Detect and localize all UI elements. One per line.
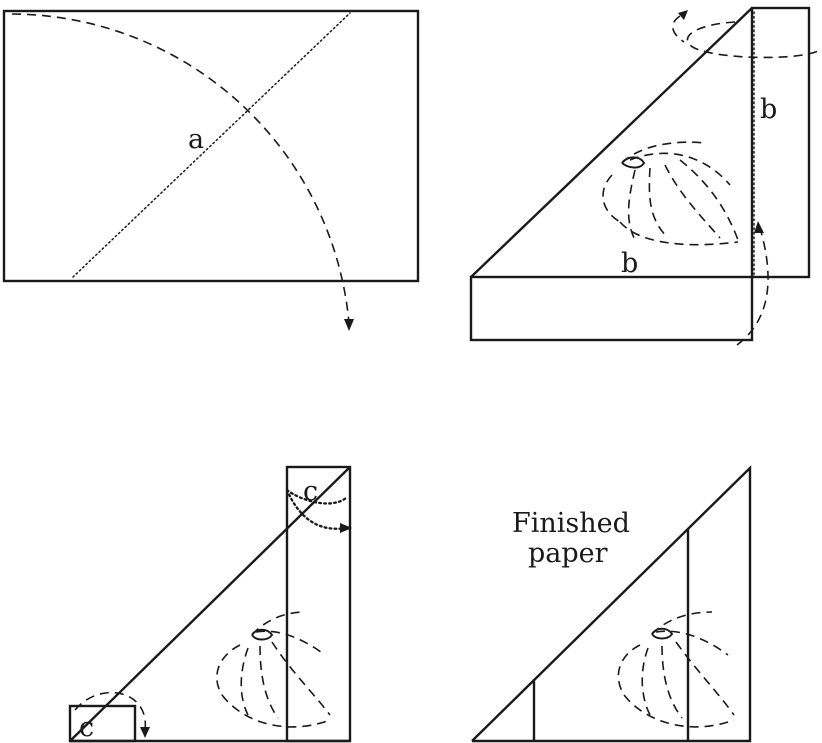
label-b-horizontal: b — [621, 248, 638, 279]
step-4-panel: Finished paper — [471, 465, 752, 743]
fold-arc-c-bottom — [74, 691, 146, 731]
parachute-sketch-2 — [216, 611, 331, 728]
arrowhead-down-small-icon — [140, 727, 150, 738]
rotation-arc-top-left — [672, 15, 685, 43]
right-strip — [750, 6, 811, 279]
step-1-panel: a — [2, 9, 420, 331]
arrowhead-down-icon — [344, 319, 354, 331]
label-c-top: c — [303, 476, 318, 507]
paper-sheet — [2, 9, 420, 283]
parachute-sketch-3 — [617, 611, 735, 728]
rotation-arc-top — [686, 21, 822, 59]
triangle-hypotenuse — [470, 7, 753, 278]
curved-fold-arrow — [736, 227, 769, 346]
fold-line-a — [72, 12, 351, 278]
small-corner-flap — [68, 704, 137, 743]
arrowhead-up-icon — [754, 221, 764, 233]
parachute-sketch — [602, 141, 739, 246]
finished-triangle — [471, 465, 752, 743]
caption-finished: Finished — [512, 508, 630, 539]
label-a: a — [188, 124, 204, 155]
label-c-bottom: c — [79, 712, 94, 743]
label-b-vertical: b — [760, 94, 777, 125]
arrowhead-right-icon — [340, 523, 352, 533]
panel3-hypotenuse — [69, 466, 351, 742]
fold-arc-c-top — [285, 488, 348, 530]
fold-arc-path — [11, 13, 350, 324]
caption-paper: paper — [528, 538, 608, 569]
step-2-panel: b b — [469, 6, 822, 346]
curl-arrow-icon — [678, 10, 688, 20]
bottom-strip — [469, 275, 754, 342]
tall-strip — [285, 465, 352, 743]
step-3-panel: c c — [68, 465, 352, 743]
